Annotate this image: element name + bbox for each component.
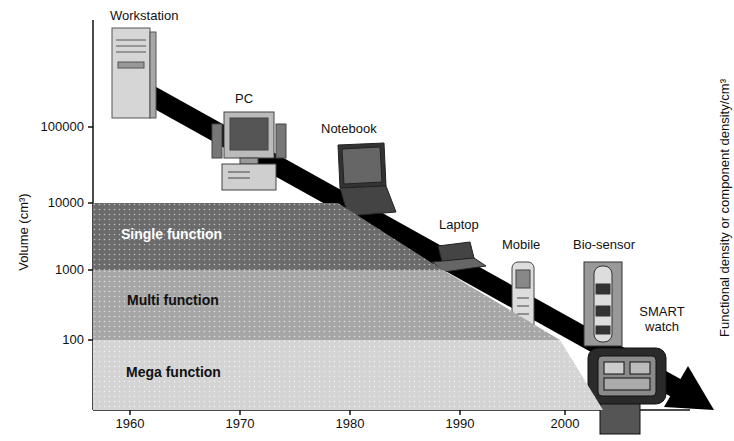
tick-label: 100000 bbox=[41, 120, 84, 135]
axis-title: Functional density or component density/… bbox=[718, 79, 733, 337]
workstation-icon bbox=[112, 28, 156, 118]
tick-label: 1980 bbox=[336, 417, 365, 432]
band-texture bbox=[93, 203, 443, 270]
tick-label: 1970 bbox=[226, 417, 255, 432]
smart-watch-icon bbox=[588, 348, 666, 434]
laptop-icon bbox=[432, 242, 486, 272]
tick-label: 1990 bbox=[446, 417, 475, 432]
device-label: Laptop bbox=[439, 218, 479, 233]
tick-label: 100 bbox=[62, 333, 84, 348]
device-label: Workstation bbox=[110, 9, 178, 24]
device-label: SMART watch bbox=[637, 305, 687, 335]
band-texture bbox=[93, 340, 603, 410]
multi-function-band: Multi function bbox=[93, 270, 560, 340]
bio-sensor-icon bbox=[584, 262, 622, 346]
tick-label: 1960 bbox=[116, 417, 145, 432]
band-fill bbox=[93, 340, 603, 410]
band-label: Multi function bbox=[127, 292, 219, 308]
band-texture bbox=[93, 270, 560, 340]
device-label: Bio-sensor bbox=[573, 238, 635, 253]
band-fill bbox=[93, 203, 443, 270]
device-label: Mobile bbox=[502, 238, 540, 253]
axes bbox=[88, 20, 690, 415]
tick-label: 10000 bbox=[48, 196, 84, 211]
band-label: Mega function bbox=[126, 364, 221, 380]
notebook-icon bbox=[338, 143, 396, 216]
mega-function-band: Mega function bbox=[93, 340, 603, 410]
pc-icon bbox=[212, 112, 286, 190]
band-label: Single function bbox=[121, 226, 222, 242]
device-label: Notebook bbox=[321, 122, 377, 137]
single-function-band: Single function bbox=[93, 203, 443, 270]
axis-title: Volume (cm³) bbox=[17, 193, 32, 270]
band-fill bbox=[93, 270, 560, 340]
tick-label: 1000 bbox=[55, 263, 84, 278]
device-label: PC bbox=[235, 92, 253, 107]
tick-label: 2000 bbox=[551, 417, 580, 432]
